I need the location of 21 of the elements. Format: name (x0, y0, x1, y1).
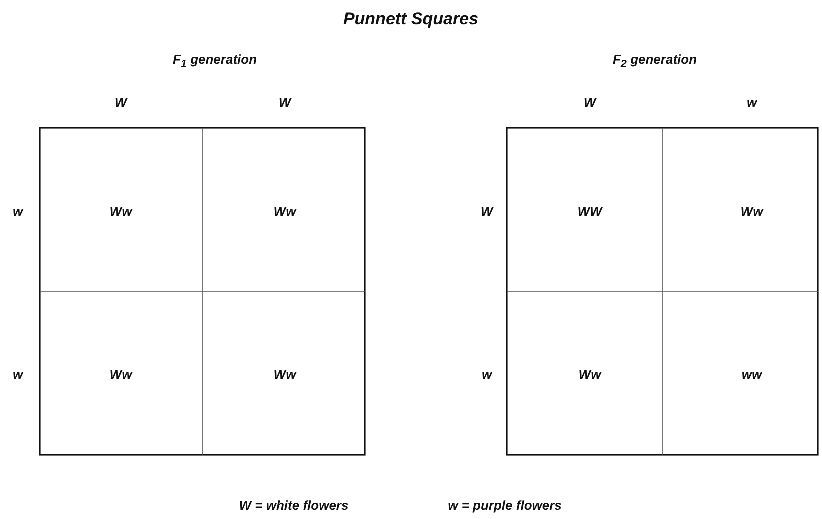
key-note: W = white flowers (239, 498, 349, 514)
allele-label: W (480, 204, 494, 220)
allele-label: w (746, 96, 758, 110)
square-heading: F$_{1}$ generation (172, 52, 258, 72)
allele-label: W (584, 96, 596, 110)
allele-label: W (114, 96, 128, 110)
genotype-text: Ww (110, 204, 132, 220)
allele-label: w (12, 368, 24, 382)
genotype-text: Ww (578, 368, 602, 382)
key-note: w = purple flowers (448, 498, 562, 514)
diagram-title: Punnett Squares (343, 10, 479, 30)
allele-label: W (278, 96, 292, 110)
genotype-text: Ww (110, 368, 132, 382)
genotype-text: Ww (274, 204, 296, 220)
allele-label: w (12, 204, 24, 220)
genotype-text: Ww (274, 368, 296, 382)
allele-label: w (482, 368, 492, 382)
genotype-text: WW (578, 204, 602, 220)
genotype-text: Ww (740, 204, 764, 220)
square-heading: F$_{2}$ generation (612, 52, 698, 72)
genotype-text: ww (742, 368, 762, 382)
